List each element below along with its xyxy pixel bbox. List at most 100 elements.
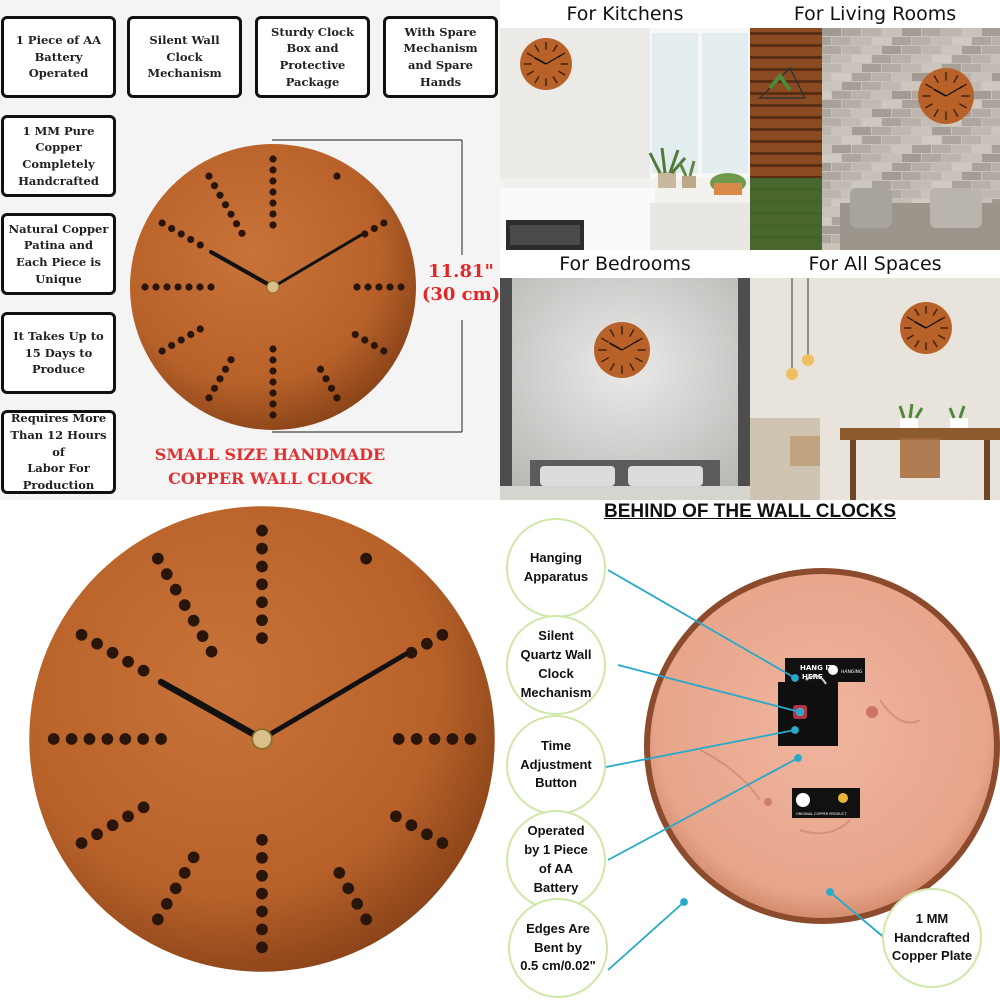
hour-dot (168, 341, 176, 350)
svg-text:ORIGINAL COPPER PRODUCT: ORIGINAL COPPER PRODUCT (796, 812, 847, 816)
brick (942, 154, 961, 162)
brick (952, 37, 971, 45)
hour-dot (91, 828, 103, 841)
hour-dot (122, 655, 134, 668)
brick (942, 28, 961, 36)
hour-dot (169, 583, 182, 596)
hour-dot (256, 560, 268, 573)
hour-dot (256, 524, 268, 537)
hour-dot (75, 837, 88, 850)
hour-dot (375, 283, 383, 291)
mini-clock-mark (906, 316, 914, 322)
hour-dot (397, 283, 405, 291)
brick (882, 136, 901, 144)
hour-dot (256, 869, 268, 882)
hour-dot (227, 210, 235, 218)
hour-dot (364, 283, 372, 291)
brick (842, 64, 861, 72)
mini-hour-hand (533, 56, 547, 65)
brick (862, 118, 881, 126)
brick (982, 136, 1000, 144)
brick (842, 28, 861, 36)
brick (962, 136, 981, 144)
hour-dot (160, 568, 173, 580)
room-label-living: For Living Rooms (750, 0, 1000, 28)
hour-dot (256, 578, 268, 591)
hour-dot (269, 367, 277, 375)
hour-dot (269, 389, 277, 397)
mini-clock-mark (634, 357, 643, 363)
brick (902, 118, 921, 126)
brick (832, 181, 851, 189)
hour-dot (65, 733, 78, 745)
brick (902, 100, 921, 108)
brick (822, 28, 841, 36)
brick (992, 109, 1000, 117)
mini-clock-mark (953, 75, 959, 84)
brick (922, 28, 941, 36)
mini-hour-hand (933, 88, 947, 97)
hour-dot (221, 201, 230, 209)
brick (892, 109, 911, 117)
mini-minute-hand (545, 54, 562, 65)
mini-hour-hand (913, 320, 927, 329)
brick (932, 181, 951, 189)
hour-dot (269, 221, 277, 229)
brick (892, 163, 911, 171)
feature-production-time: It Takes Up to 15 Days to Produce (1, 312, 116, 394)
brick (832, 163, 851, 171)
brick (972, 37, 991, 45)
hour-dot (256, 905, 268, 918)
brick (962, 118, 981, 126)
hour-dot (256, 941, 268, 954)
hour-dot (269, 400, 277, 408)
hour-dot (333, 394, 341, 402)
wood-slat-gap (750, 44, 822, 47)
product-title: SMALL SIZE HANDMADE COPPER WALL CLOCK (120, 443, 420, 491)
brick (922, 64, 941, 72)
mini-clock-mark (629, 362, 635, 371)
hour-dot (360, 552, 373, 565)
room-all-spaces: For All Spaces (750, 250, 1000, 500)
hour-dot (256, 542, 268, 555)
brick (832, 91, 851, 99)
hour-dot (187, 851, 200, 864)
brick (842, 46, 861, 54)
hour-dot (216, 191, 224, 199)
label-edges: Edges Are Bent by 0.5 cm/0.02" (508, 898, 608, 998)
hour-dot (141, 283, 149, 291)
brick (822, 100, 841, 108)
clock-face-large (29, 506, 495, 972)
living-room-scene (750, 28, 1000, 250)
wood-slat-gap (750, 104, 822, 107)
mini-clock-mark (933, 75, 939, 84)
brick (922, 136, 941, 144)
hour-dot (322, 375, 330, 383)
hour-dot (370, 341, 378, 350)
room-label-kitchens: For Kitchens (500, 0, 750, 28)
hour-dot (256, 834, 268, 846)
brick (892, 73, 911, 81)
hour-dot (342, 882, 355, 895)
hour-dot (185, 283, 193, 291)
hour-dot (137, 801, 150, 814)
wood-slat-gap (750, 92, 822, 95)
mini-clock-mark (534, 76, 540, 84)
hour-dot (155, 733, 167, 745)
minute-hand (259, 651, 408, 742)
brick (832, 127, 851, 135)
brick (852, 91, 871, 99)
brick (822, 64, 841, 72)
mini-clock-mark (558, 70, 566, 76)
feature-patina: Natural Copper Patina and Each Piece is … (1, 213, 116, 295)
brick (832, 55, 851, 63)
hour-dot (205, 394, 213, 402)
hour-dot (158, 347, 166, 355)
hour-dot (269, 210, 277, 218)
brick (882, 118, 901, 126)
brick (952, 163, 971, 171)
hour-dot (410, 733, 423, 745)
brick (822, 208, 841, 216)
brick (982, 118, 1000, 126)
hour-dot (163, 283, 171, 291)
